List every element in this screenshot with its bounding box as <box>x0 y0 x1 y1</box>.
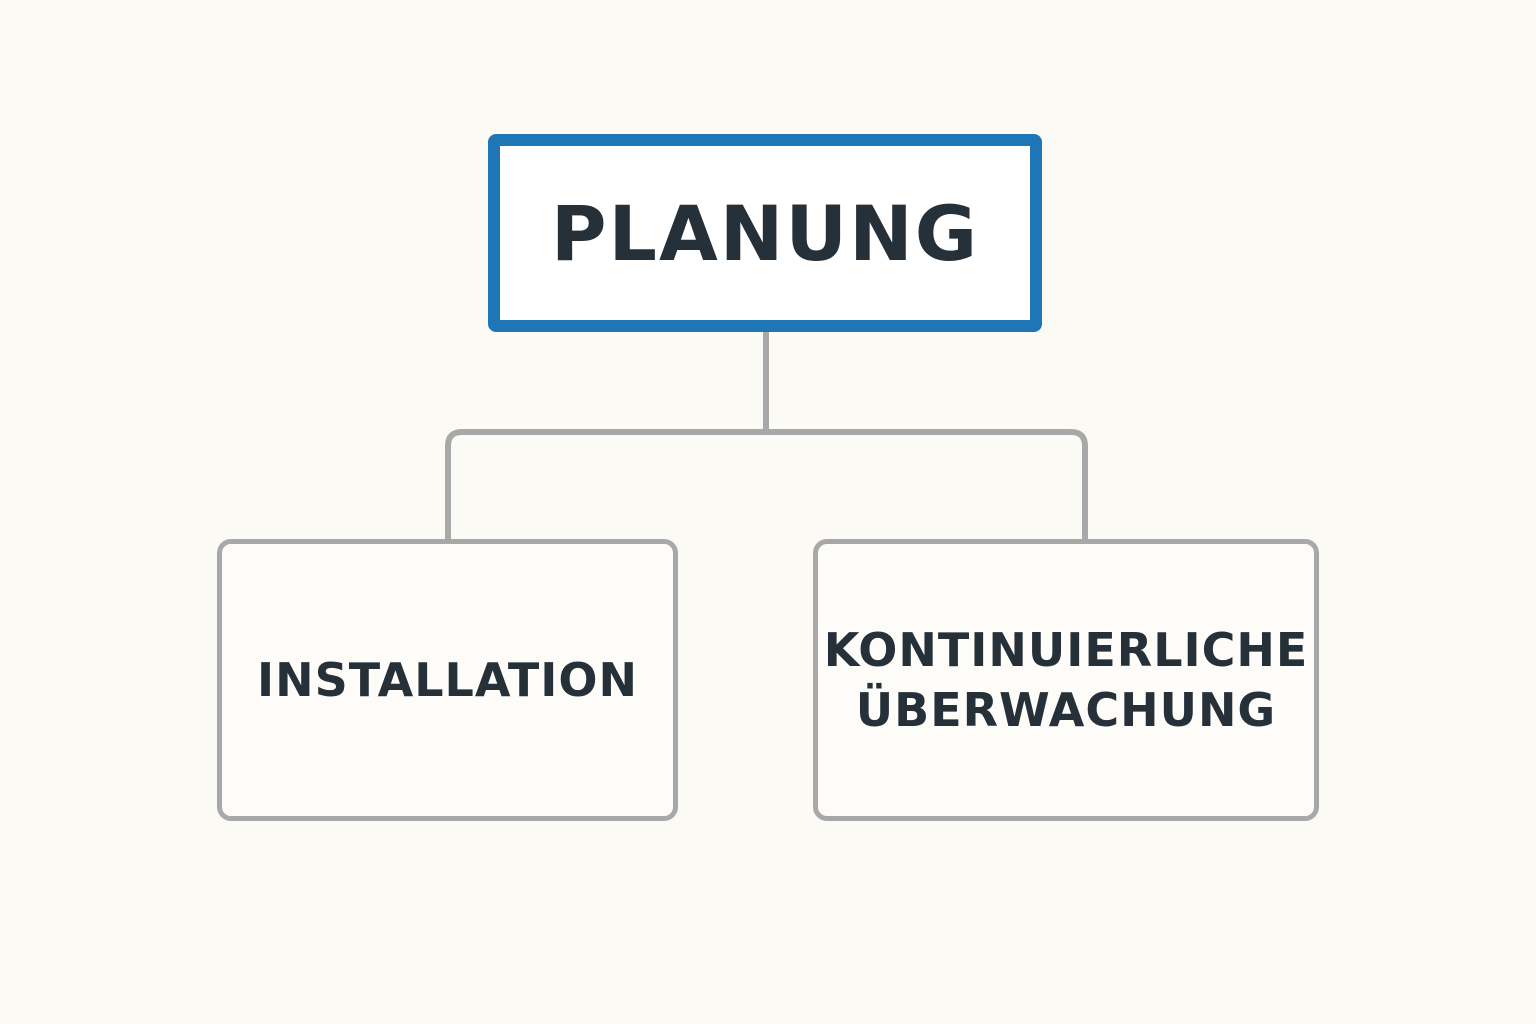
node-installation-label: INSTALLATION <box>257 653 638 707</box>
node-kontinuierliche-ueberwachung: KONTINUIERLICHE ÜBERWACHUNG <box>813 539 1319 821</box>
node-monitoring-label-line-2: ÜBERWACHUNG <box>855 683 1277 737</box>
node-planung: PLANUNG <box>488 134 1042 332</box>
node-planung-label: PLANUNG <box>550 188 980 278</box>
node-installation: INSTALLATION <box>217 539 678 821</box>
connector-branch <box>445 429 1088 541</box>
node-monitoring-label-line-1: KONTINUIERLICHE <box>823 623 1309 677</box>
